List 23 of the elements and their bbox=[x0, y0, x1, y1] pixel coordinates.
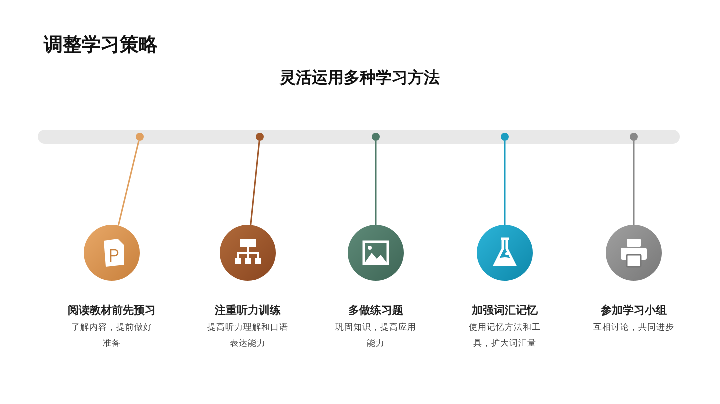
subtitle: 灵活运用多种学习方法 bbox=[278, 68, 441, 89]
timeline-dot bbox=[372, 133, 380, 141]
timeline-dot bbox=[630, 133, 638, 141]
item-heading: 加强词汇记忆 bbox=[470, 303, 539, 318]
connector-line bbox=[250, 140, 260, 226]
item-description: 互相讨论，共同进步 bbox=[592, 322, 676, 335]
item-heading: 参加学习小组 bbox=[600, 303, 668, 318]
timeline-dot bbox=[501, 133, 509, 141]
item-heading: 注重听力训练 bbox=[214, 303, 282, 318]
item-heading: 阅读教材前先预习 bbox=[67, 303, 157, 318]
timeline-dot bbox=[256, 133, 264, 141]
connector-line bbox=[633, 141, 635, 225]
timeline-dot bbox=[136, 133, 144, 141]
item-heading: 多做练习题 bbox=[348, 303, 404, 318]
connector-line bbox=[118, 140, 140, 226]
slide-title: 调整学习策略 bbox=[44, 33, 158, 58]
item-description: 了解内容，提前做好准备 bbox=[70, 322, 154, 351]
connector-line bbox=[504, 141, 506, 225]
item-description: 巩固知识，提高应用能力 bbox=[334, 322, 418, 351]
timeline-bar bbox=[38, 130, 680, 144]
item-description: 提高听力理解和口语表达能力 bbox=[206, 322, 290, 351]
connector-line bbox=[375, 141, 377, 225]
item-description: 使用记忆方法和工具，扩大词汇量 bbox=[468, 322, 542, 351]
